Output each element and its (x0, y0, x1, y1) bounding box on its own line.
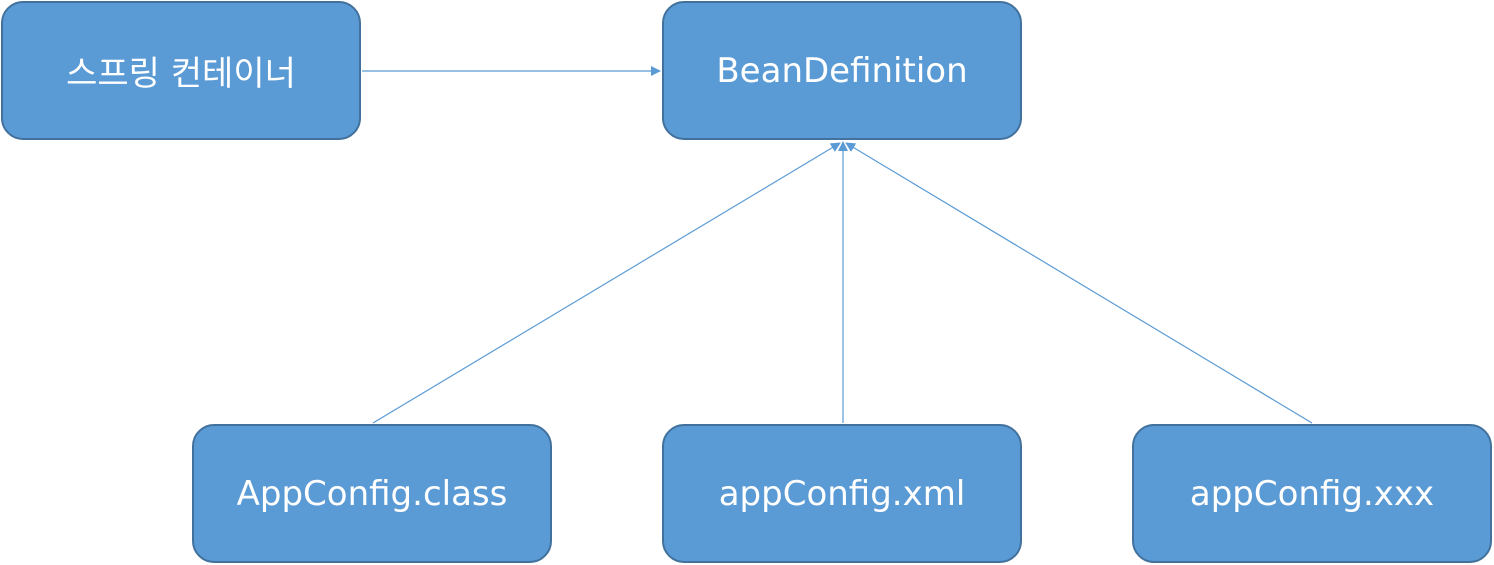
appconfig-xxx-label: appConfig.xxx (1189, 473, 1435, 514)
bean-definition-label: BeanDefinition (716, 50, 968, 91)
edge-appconfig-class-to-beandefinition (372, 142, 841, 424)
appconfig-class-label: AppConfig.class (236, 473, 508, 514)
appconfig-xml-node: appConfig.xml (662, 424, 1022, 563)
spring-container-label: 스프링 컨테이너 (66, 54, 296, 94)
appconfig-xxx-node: appConfig.xxx (1132, 424, 1492, 563)
spring-container-node: 스프링 컨테이너 (1, 1, 361, 140)
edge-appconfig-xxx-to-beandefinition (845, 142, 1313, 424)
appconfig-xml-label: appConfig.xml (718, 473, 966, 514)
bean-definition-node: BeanDefinition (662, 1, 1022, 140)
appconfig-class-node: AppConfig.class (192, 424, 552, 563)
